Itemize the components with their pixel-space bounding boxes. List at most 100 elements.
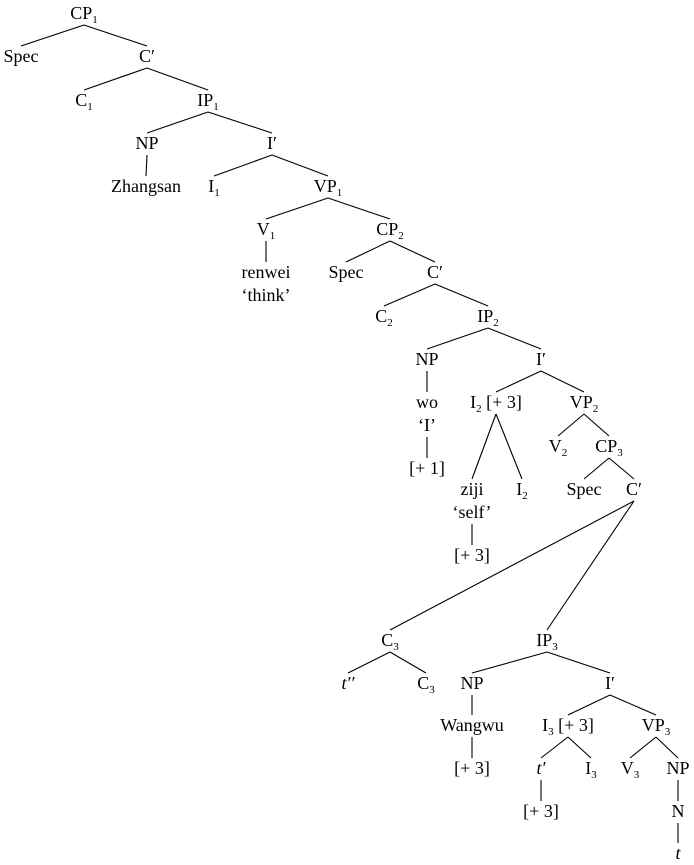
node-label: NP — [666, 758, 689, 778]
node-subscript: 3 — [634, 769, 640, 781]
edge-i2f-i2 — [495, 413, 523, 480]
node-label: ‘I’ — [418, 415, 436, 435]
edge-ip1-ibar1 — [207, 111, 273, 134]
node-i1: I1 — [208, 176, 220, 199]
node-subscript: 1 — [213, 101, 219, 113]
node-label: [+ 1] — [409, 458, 445, 478]
node-label: VP — [642, 715, 665, 735]
node-feature: [+ 3] — [554, 715, 594, 735]
edge-cp3-cbar3 — [608, 457, 635, 480]
node-label: t — [675, 843, 681, 863]
edge-ip2-ibar2 — [487, 327, 542, 350]
edge-ibar2-i2f — [495, 370, 542, 393]
node-label: I′ — [605, 673, 615, 693]
node-label: wo — [416, 392, 438, 412]
node-i3f: I3 [+ 3] — [542, 715, 594, 738]
node-label: CP — [595, 436, 617, 456]
edge-ibar3-vp3 — [609, 694, 657, 716]
edge-ip3-np3 — [471, 651, 548, 674]
node-t: t — [675, 843, 681, 863]
edge-cbar1-c1 — [83, 67, 148, 91]
node-label: NP — [415, 349, 438, 369]
node-c1: C1 — [75, 90, 93, 113]
edge-cbar3-ip3 — [546, 500, 635, 631]
edge-vp3-np4 — [655, 736, 679, 759]
node-label: V — [621, 758, 634, 778]
node-label: IP — [477, 306, 493, 326]
edge-vp2-cp3 — [583, 413, 610, 437]
edge-cp1-spec1 — [20, 24, 85, 47]
edge-ibar2-vp2 — [540, 370, 585, 393]
node-label: NP — [135, 133, 158, 153]
node-vp3: VP3 — [642, 715, 671, 738]
node-ip1: IP1 — [197, 90, 219, 113]
node-label: renwei — [242, 262, 291, 282]
node-v3: V3 — [621, 758, 640, 781]
node-label: t′ — [537, 758, 547, 778]
node-subscript: 3 — [591, 769, 597, 781]
node-subscript: 2 — [562, 447, 568, 459]
node-label: I′ — [536, 349, 546, 369]
node-cp3: CP3 — [595, 436, 623, 459]
edge-cbar3-c3 — [389, 500, 635, 631]
node-ibar3: I′ — [605, 673, 615, 693]
node-ibar1: I′ — [267, 133, 277, 153]
node-subscript: 1 — [270, 230, 276, 242]
edge-i2f-ziji — [471, 413, 497, 480]
node-renwei: renwei — [242, 262, 291, 282]
node-cp1: CP1 — [70, 3, 98, 26]
node-label: Wangwu — [440, 715, 504, 735]
node-ziji: ziji — [461, 479, 484, 499]
node-subscript: 2 — [493, 317, 499, 329]
edge-ip3-ibar3 — [546, 651, 611, 674]
node-n: N — [672, 801, 685, 821]
node-label: I′ — [267, 133, 277, 153]
node-cbar1: C′ — [139, 46, 155, 66]
node-label: V — [257, 219, 270, 239]
node-subscript: 3 — [552, 641, 558, 653]
node-v1: V1 — [257, 219, 276, 242]
node-subscript: 1 — [337, 187, 343, 199]
node-label: Zhangsan — [111, 176, 181, 196]
node-label: I — [585, 758, 591, 778]
node-label: C′ — [626, 479, 642, 499]
edge-ip2-np2 — [426, 327, 489, 350]
node-td: t′ — [537, 758, 547, 778]
node-subscript: 1 — [214, 187, 220, 199]
node-label: VP — [314, 176, 337, 196]
node-label: ‘think’ — [242, 285, 291, 305]
node-label: t′′ — [342, 673, 356, 693]
node-label: C′ — [139, 46, 155, 66]
node-ip3: IP3 — [536, 630, 558, 653]
node-label: [+ 3] — [454, 758, 490, 778]
node-c2: C2 — [375, 306, 393, 329]
node-c3b: C3 — [417, 673, 435, 696]
node-label: Spec — [329, 262, 364, 282]
node-label: IP — [197, 90, 213, 110]
node-v2: V2 — [549, 436, 568, 459]
edge-vp2-v2 — [557, 413, 585, 437]
node-subscript: 2 — [398, 230, 404, 242]
node-label: C — [381, 630, 393, 650]
node-label: [+ 3] — [454, 545, 490, 565]
node-label: Spec — [4, 46, 39, 66]
node-label: V — [549, 436, 562, 456]
node-label: I — [208, 176, 214, 196]
edge-vp1-cp2 — [327, 197, 391, 220]
node-subscript: 2 — [593, 403, 599, 415]
edge-cbar2-ip2 — [434, 283, 489, 307]
node-spec1: Spec — [4, 46, 39, 66]
node-feature: [+ 3] — [482, 392, 522, 412]
node-label: IP — [536, 630, 552, 650]
node-think: ‘think’ — [242, 285, 291, 305]
node-feat_p1: [+ 1] — [409, 458, 445, 478]
node-label: [+ 3] — [523, 801, 559, 821]
node-wo_gloss: ‘I’ — [418, 415, 436, 435]
node-c3: C3 — [381, 630, 399, 653]
edge-c3-c3b — [389, 651, 427, 674]
node-label: I — [516, 479, 522, 499]
node-i2: I2 — [516, 479, 528, 502]
node-np1: NP — [135, 133, 158, 153]
edge-ibar1-vp1 — [271, 154, 329, 177]
edge-i3f-i3 — [567, 736, 592, 759]
